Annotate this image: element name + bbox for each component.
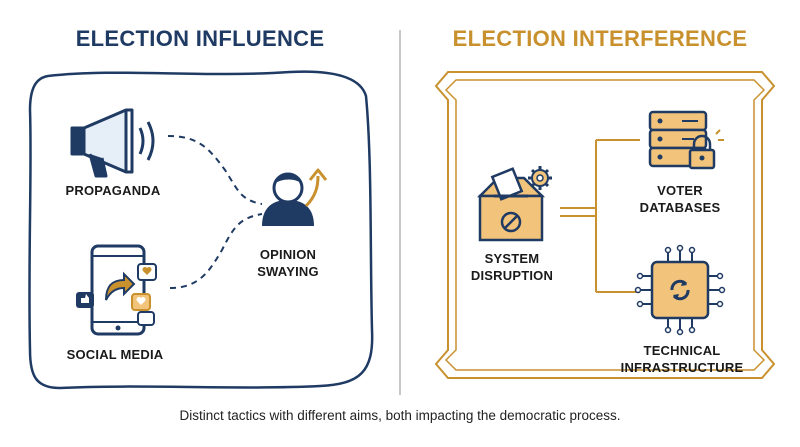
influence-title: ELECTION INFLUENCE <box>75 26 325 51</box>
database-server-icon <box>648 110 708 168</box>
technical-infrastructure-label: TECHNICAL INFRASTRUCTURE <box>620 343 744 375</box>
connector-social-media <box>169 213 263 289</box>
person-opinion-icon <box>262 168 328 226</box>
interference-frame-inner <box>444 79 766 371</box>
lock-icon <box>688 129 724 170</box>
gear-icon <box>528 166 552 190</box>
interference-title: ELECTION INTERFERENCE <box>452 26 748 51</box>
circuit-chip-icon <box>634 244 726 336</box>
influence-frame <box>28 70 374 390</box>
caption: Distinct tactics with different aims, bo… <box>179 408 621 423</box>
system-disruption-label: SYSTEM DISRUPTION <box>470 251 554 283</box>
propaganda-label: PROPAGANDA <box>65 183 161 198</box>
connector-propaganda <box>167 135 263 205</box>
social-media-label: SOCIAL MEDIA <box>66 347 164 362</box>
ballot-box-icon <box>476 167 546 242</box>
connector-tree <box>560 139 640 293</box>
social-phone-icon <box>76 244 157 336</box>
opinion-swaying-label: OPINION SWAYING <box>257 247 319 279</box>
voter-databases-label: VOTER DATABASES <box>639 183 721 215</box>
megaphone-icon <box>70 108 155 178</box>
interference-frame-outer <box>434 71 776 379</box>
